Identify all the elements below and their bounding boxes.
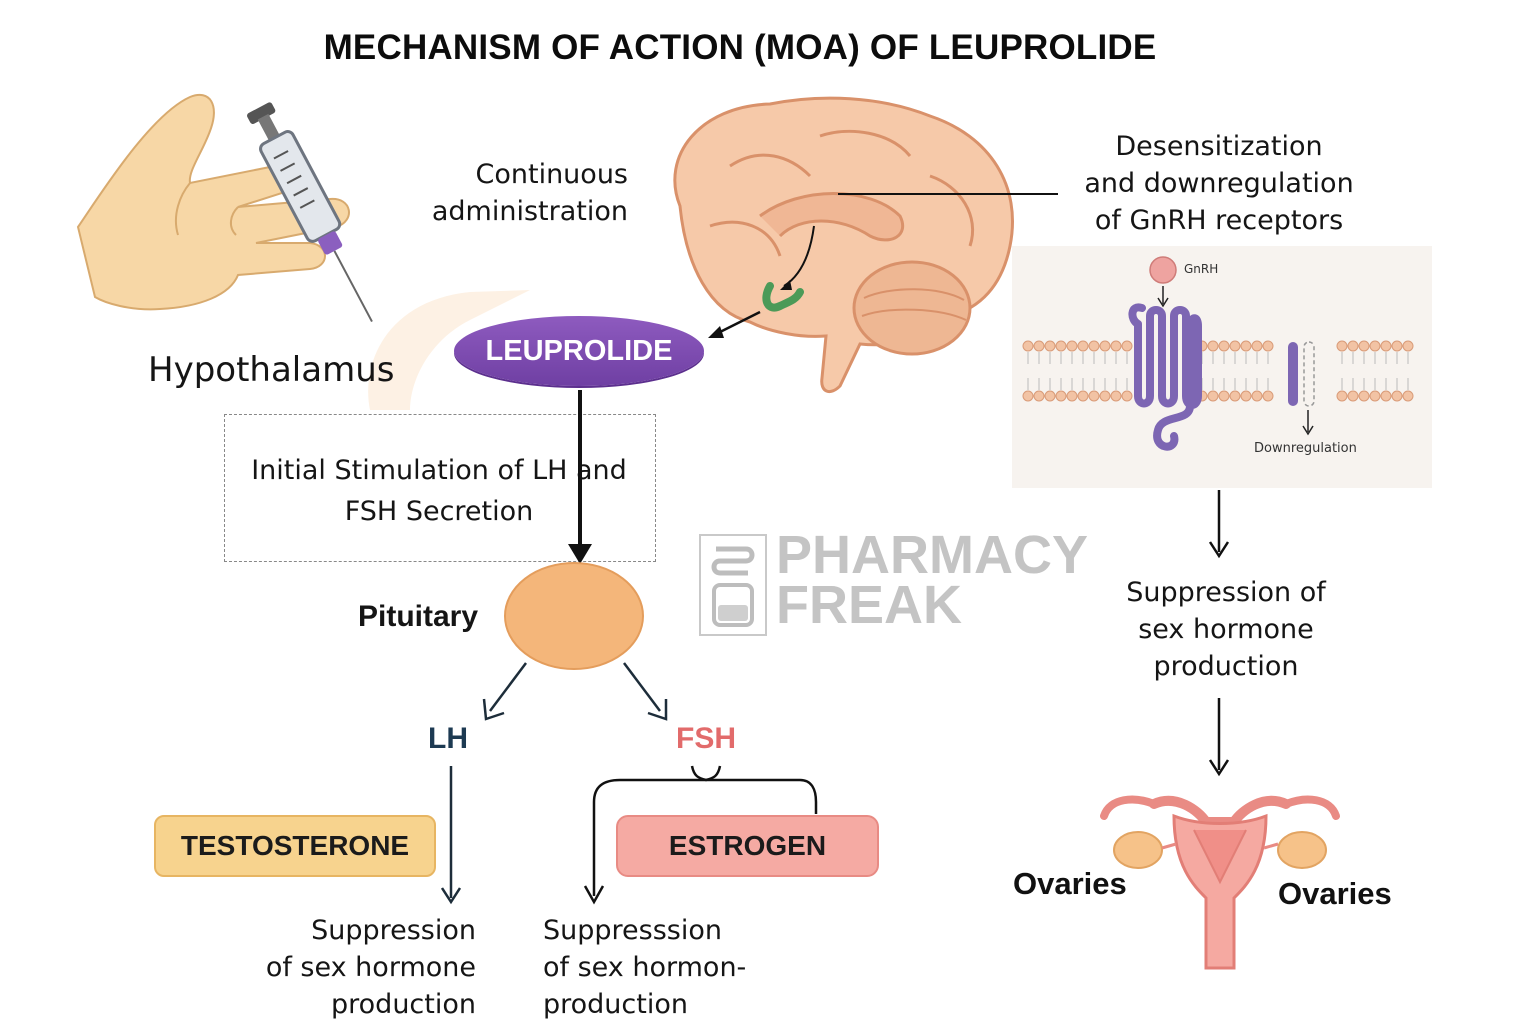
- arrows-pituitary-to-lh-fsh: [482, 662, 668, 721]
- pituitary-label: Pituitary: [358, 600, 479, 633]
- suppression-right-text: Suppression of sex hormone production: [1126, 577, 1326, 682]
- continuous-administration-label: Continuous administration: [431, 159, 628, 227]
- ovaries-right-label: Ovaries: [1278, 876, 1392, 911]
- page-title: MECHANISM OF ACTION (MOA) OF LEUPROLIDE: [323, 28, 1157, 67]
- gnrh-label: GnRH: [1184, 262, 1219, 276]
- hand-syringe-illustration: [76, 94, 373, 323]
- testosterone-badge: TESTOSTERONE: [154, 815, 436, 877]
- arrow-brain-to-leuprolide: [708, 310, 761, 338]
- uterus-ovaries-illustration: [1100, 795, 1340, 970]
- initial-stimulation-box: [224, 414, 656, 562]
- arrow-leuprolide-to-pituitary: [568, 390, 592, 564]
- brain-illustration: [673, 96, 1014, 394]
- receptor-membrane-illustration: [1022, 256, 1414, 451]
- downregulation-label: Downregulation: [1254, 441, 1357, 456]
- syringe-plunger-icon: [247, 102, 276, 124]
- pituitary-gland: [504, 562, 644, 670]
- hypothalamus-label: Hypothalamus: [148, 350, 395, 390]
- desensitization-pointer-line: [838, 193, 1058, 195]
- hypothalamus-blob: [368, 290, 530, 410]
- gnrh-receptor-panel: [1012, 246, 1432, 488]
- ovary-left-icon: [1113, 831, 1163, 869]
- gnrh-receptor-icon: [1128, 303, 1202, 451]
- gnrh-ligand-icon: [1149, 256, 1177, 284]
- suppression-mid-text: Suppresssion of sex hormon- production: [543, 915, 747, 1020]
- cell-membrane: [1022, 340, 1414, 402]
- leuprolide-badge: LEUPROLIDE: [454, 316, 704, 386]
- ovary-right-icon: [1277, 831, 1327, 869]
- desensitization-text: Desensitization and downregulation of Gn…: [1084, 131, 1354, 236]
- arrow-lh-down: [440, 766, 462, 905]
- lh-label: LH: [428, 722, 468, 755]
- arrow-suppression-to-ovaries: [1208, 698, 1230, 777]
- watermark-text: PHARMACY FREAK: [776, 525, 1089, 635]
- initial-stimulation-label: Initial Stimulation of LH and FSH Secret…: [251, 455, 627, 527]
- pharmacy-freak-logo-icon: [699, 534, 767, 636]
- fsh-label: FSH: [676, 722, 736, 755]
- suppression-left-text: Suppression of sex hormone production: [265, 915, 476, 1020]
- arrow-panel-to-suppression: [1208, 490, 1230, 559]
- ovaries-left-label: Ovaries: [1013, 866, 1127, 901]
- estrogen-badge: ESTROGEN: [616, 815, 879, 877]
- fsh-bracket-arrow: [583, 765, 818, 905]
